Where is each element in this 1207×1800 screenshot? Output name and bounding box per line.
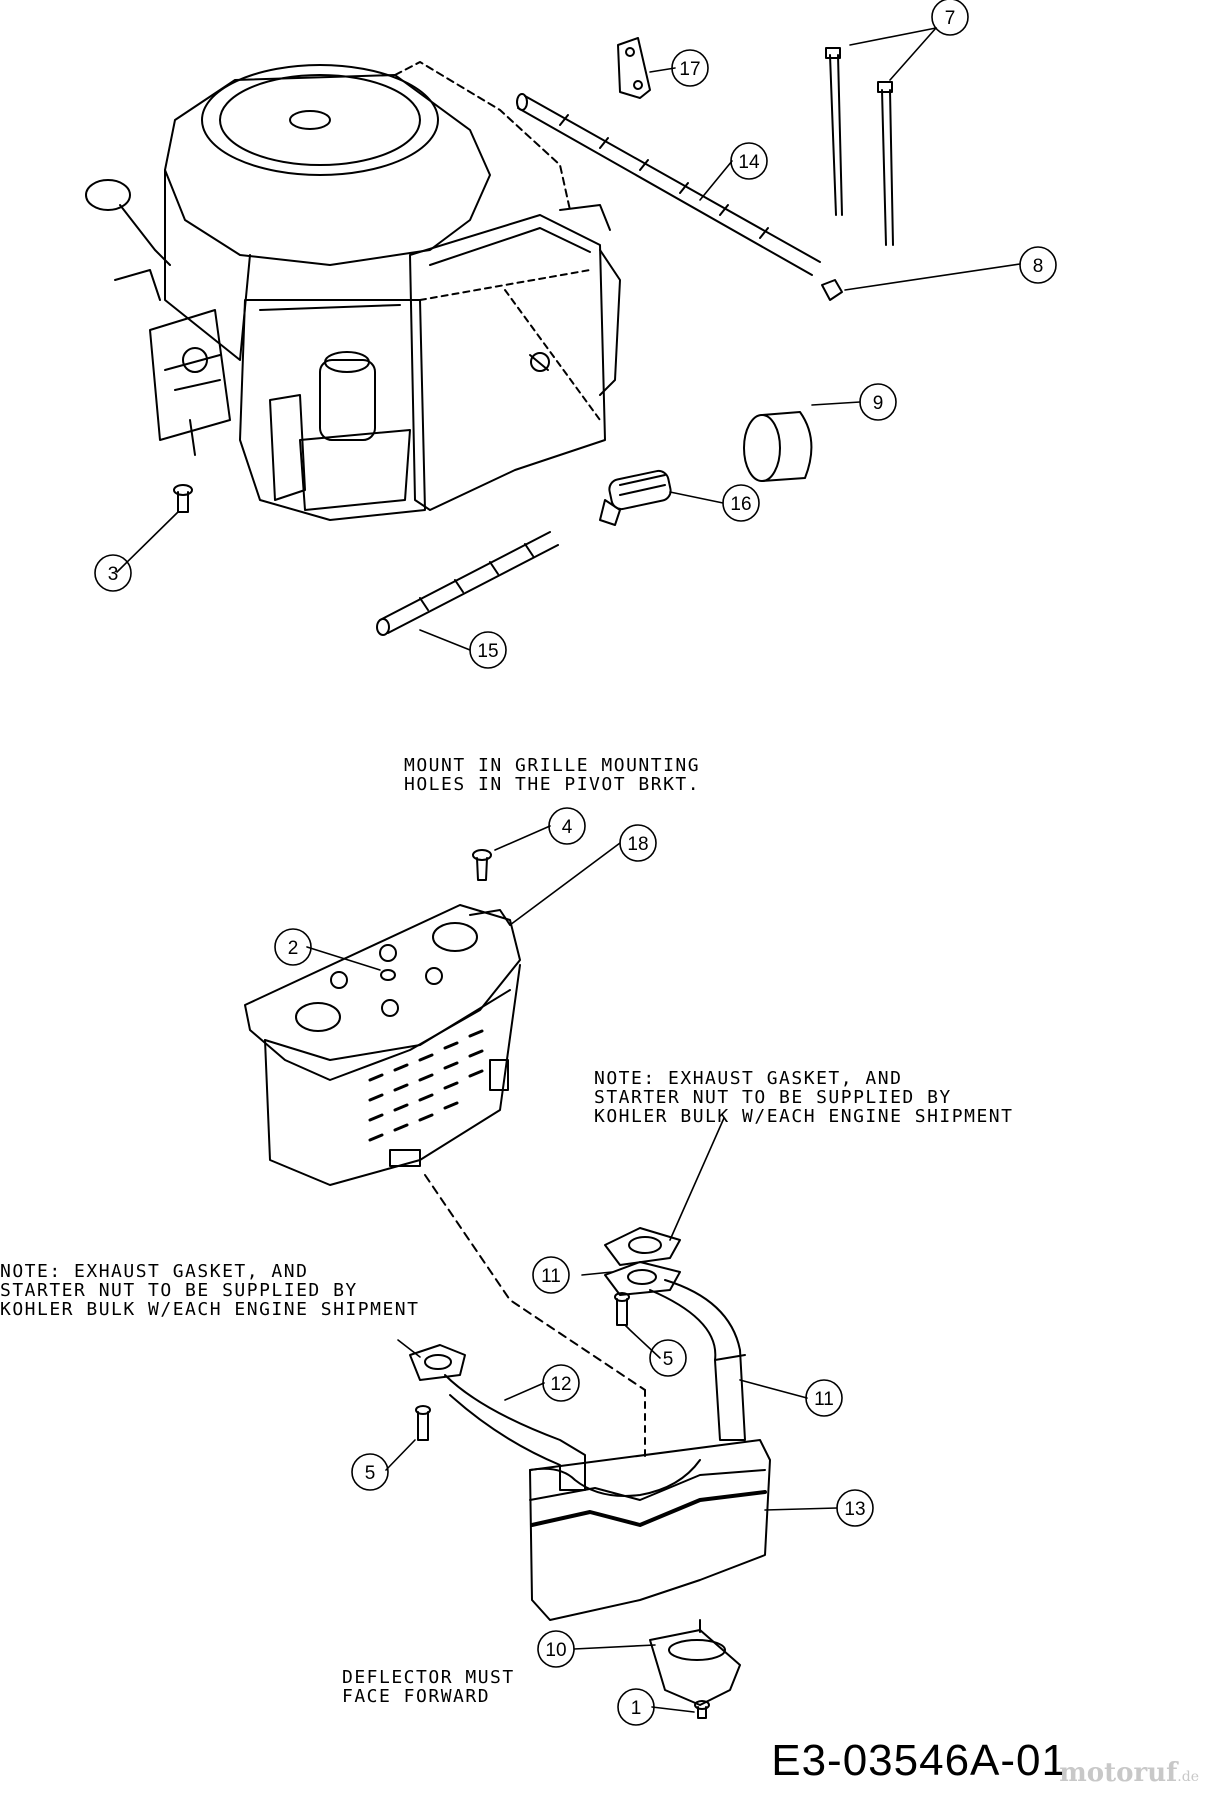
callout-5-lower: 5 — [351, 1453, 389, 1491]
note-exhaust-gasket-right: NOTE: EXHAUST GASKET, AND STARTER NUT TO… — [594, 1068, 1014, 1127]
cable-ties-7 — [825, 47, 894, 246]
svg-text:4: 4 — [562, 817, 573, 838]
svg-text:13: 13 — [844, 1499, 865, 1520]
bolt-3 — [173, 484, 193, 513]
callout-2: 2 — [274, 928, 312, 966]
exhaust-pipe-11 — [604, 1261, 746, 1441]
svg-text:10: 10 — [545, 1640, 566, 1661]
callout-5-upper: 5 — [649, 1339, 687, 1377]
bolt-5-left — [415, 1405, 431, 1441]
callout-3: 3 — [94, 554, 132, 592]
dashed-guide — [424, 1174, 646, 1391]
callout-12: 12 — [542, 1364, 580, 1402]
filter-9 — [743, 411, 813, 482]
muffler-13 — [529, 1439, 771, 1621]
callout-10: 10 — [537, 1630, 575, 1668]
fuel-filter-16 — [599, 469, 672, 526]
leader-lines — [116, 27, 1021, 1713]
rod-14 — [516, 93, 821, 276]
svg-text:12: 12 — [550, 1374, 571, 1395]
watermark-logo: motoruf.de — [1059, 1758, 1199, 1788]
callout-16: 16 — [722, 484, 760, 522]
callout-18: 18 — [619, 824, 657, 862]
clip-8 — [821, 279, 843, 301]
callout-9: 9 — [859, 383, 897, 421]
bracket-17 — [617, 37, 651, 99]
hose-15 — [376, 531, 559, 636]
note-grille-mounting: MOUNT IN GRILLE MOUNTING HOLES IN THE PI… — [404, 755, 701, 795]
svg-text:18: 18 — [627, 834, 648, 855]
deflector-10 — [649, 1619, 741, 1706]
heat-shield-18 — [244, 904, 521, 1186]
callout-1: 1 — [617, 1688, 655, 1726]
callout-11-upper: 11 — [532, 1256, 570, 1294]
callout-8: 8 — [1019, 246, 1057, 284]
note-exhaust-gasket-left: NOTE: EXHAUST GASKET, AND STARTER NUT TO… — [0, 1261, 420, 1320]
drawing-code: E3-03546A-01 — [771, 1736, 1067, 1785]
svg-text:11: 11 — [541, 1266, 561, 1287]
callout-bubbles: 7 17 14 8 9 16 3 15 4 18 2 11 5 11 12 5 … — [94, 0, 1057, 1726]
svg-text:9: 9 — [873, 393, 884, 414]
callout-4: 4 — [548, 807, 586, 845]
svg-text:1: 1 — [631, 1698, 642, 1719]
callout-17: 17 — [671, 49, 709, 87]
svg-text:17: 17 — [679, 59, 700, 80]
svg-text:5: 5 — [663, 1349, 674, 1370]
bolt-5-right — [614, 1292, 630, 1326]
svg-text:16: 16 — [730, 494, 751, 515]
svg-text:7: 7 — [945, 8, 956, 29]
engine-assembly — [85, 61, 621, 521]
svg-text:2: 2 — [288, 938, 299, 959]
svg-text:11: 11 — [814, 1389, 834, 1410]
screw-4 — [472, 849, 492, 881]
exhaust-pipe-12 — [409, 1344, 586, 1491]
callout-13: 13 — [836, 1489, 874, 1527]
svg-text:3: 3 — [108, 564, 119, 585]
callout-15: 15 — [469, 631, 507, 669]
svg-text:15: 15 — [477, 641, 498, 662]
svg-text:8: 8 — [1033, 256, 1044, 277]
note-deflector: DEFLECTOR MUST FACE FORWARD — [342, 1667, 515, 1707]
exhaust-gasket-right — [604, 1227, 681, 1266]
svg-text:14: 14 — [738, 152, 760, 173]
svg-text:5: 5 — [365, 1463, 376, 1484]
callout-11-lower: 11 — [805, 1379, 843, 1417]
nut-2 — [380, 969, 396, 981]
callout-14: 14 — [730, 142, 768, 180]
callout-7: 7 — [931, 0, 969, 36]
screw-1 — [694, 1700, 710, 1719]
